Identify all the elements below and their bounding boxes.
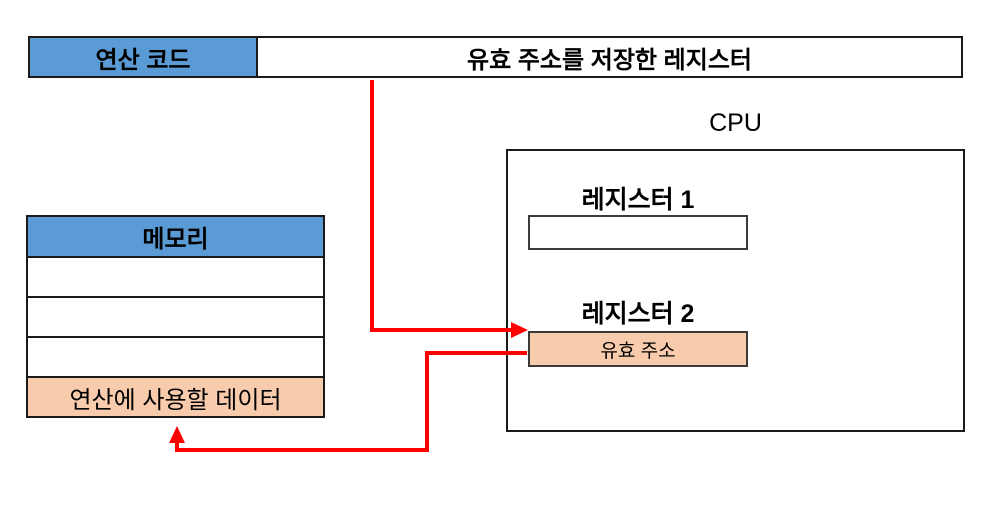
instruction-format-bar: 연산 코드 유효 주소를 저장한 레지스터 <box>28 36 963 78</box>
register1-label: 레지스터 1 <box>581 186 695 214</box>
register2-label: 레지스터 2 <box>581 300 695 328</box>
operand-field: 유효 주소를 저장한 레지스터 <box>258 36 963 78</box>
arrow-operand-to-register2 <box>370 80 528 338</box>
cpu-title: CPU <box>709 109 762 137</box>
memory-row-empty <box>28 298 323 338</box>
memory-row-operand-data: 연산에 사용할 데이터 <box>28 378 323 416</box>
cpu-box <box>506 149 965 432</box>
memory-row-empty <box>28 258 323 298</box>
memory-table: 메모리 연산에 사용할 데이터 <box>26 215 325 418</box>
memory-header: 메모리 <box>28 217 323 258</box>
register1-box <box>528 215 748 250</box>
register2-box: 유효 주소 <box>528 331 748 367</box>
memory-row-empty <box>28 338 323 378</box>
opcode-field: 연산 코드 <box>28 36 258 78</box>
